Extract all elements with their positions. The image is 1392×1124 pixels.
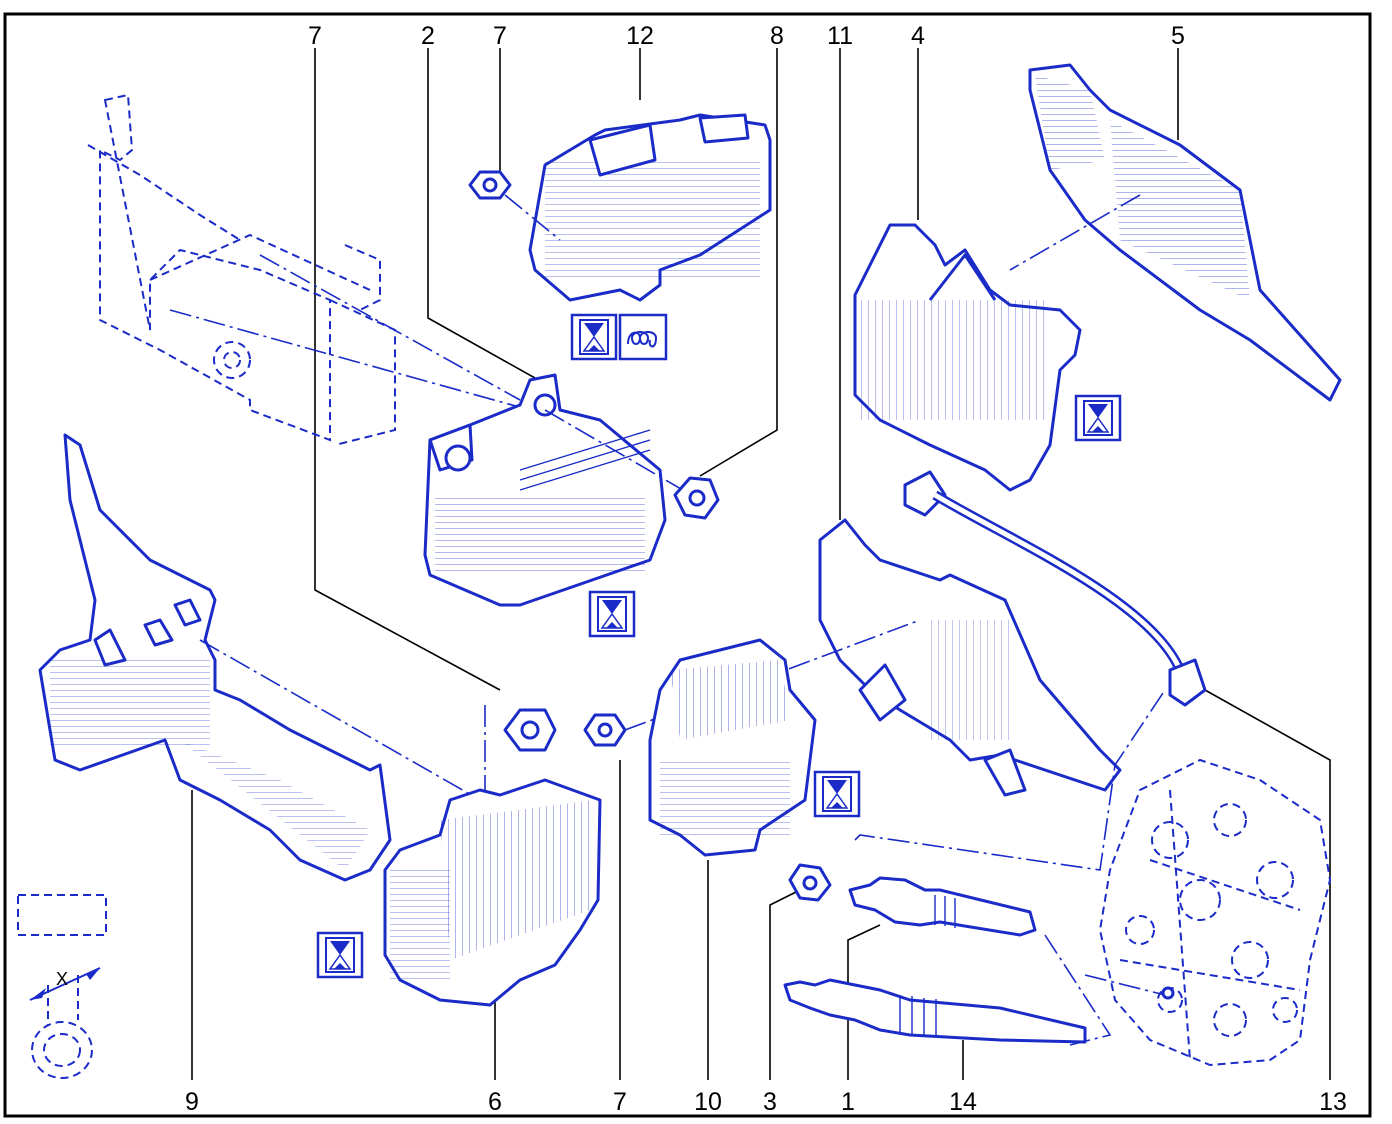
cable-strap-13 bbox=[903, 470, 1207, 707]
callout-label: 6 bbox=[488, 1088, 502, 1116]
callout-label: 3 bbox=[763, 1088, 777, 1116]
relay-10 bbox=[648, 638, 817, 857]
nut-7-top bbox=[468, 170, 512, 200]
hourglass-icon bbox=[813, 770, 861, 818]
axis-line-10 bbox=[1044, 934, 1112, 1046]
callout-label: 4 bbox=[911, 22, 925, 50]
leader-lines bbox=[191, 48, 1331, 1080]
callout-label: 5 bbox=[1171, 22, 1185, 50]
axis-line-2 bbox=[259, 254, 521, 401]
callout-label: 13 bbox=[1319, 1088, 1347, 1116]
inset-detail: X bbox=[17, 894, 107, 1079]
engine-block-dashed bbox=[1098, 758, 1332, 1067]
hourglass-icon bbox=[316, 931, 364, 979]
axis-line-4 bbox=[504, 194, 561, 241]
callout-label: 10 bbox=[694, 1088, 722, 1116]
axis-line-11 bbox=[1084, 974, 1166, 996]
callout-label: 12 bbox=[626, 22, 654, 50]
dashed-bracket-top bbox=[87, 93, 396, 446]
axis-line-5 bbox=[1009, 194, 1141, 271]
callout-label: 2 bbox=[421, 22, 435, 50]
axis-line-9 bbox=[854, 689, 1166, 871]
glow-plug-1 bbox=[848, 876, 1037, 937]
callout-labels-top: 7 2 7 12 8 11 4 5 bbox=[308, 22, 1185, 50]
callout-label: 1 bbox=[841, 1088, 855, 1116]
spiral-icon bbox=[618, 313, 668, 361]
glow-plug-14 bbox=[783, 978, 1087, 1044]
callout-label: 9 bbox=[185, 1088, 199, 1116]
control-unit-12 bbox=[528, 113, 772, 302]
bracket-11 bbox=[818, 518, 1122, 797]
axis-line-3 bbox=[544, 409, 701, 501]
hourglass-icon bbox=[1074, 394, 1122, 442]
callout-label: 11 bbox=[827, 22, 853, 50]
nut-7-mid-right bbox=[583, 713, 627, 747]
nut-7-mid-left bbox=[503, 708, 557, 752]
hourglass-icon bbox=[570, 313, 618, 361]
callout-label: 7 bbox=[613, 1088, 627, 1116]
relay-6 bbox=[383, 778, 602, 1007]
module-4 bbox=[853, 223, 1082, 492]
callout-label: 8 bbox=[770, 22, 784, 50]
inset-label-x: X bbox=[56, 969, 68, 989]
hourglass-icon bbox=[588, 590, 636, 638]
callout-label: 7 bbox=[308, 22, 322, 50]
axis-line-7 bbox=[199, 639, 481, 801]
callout-label: 7 bbox=[493, 22, 507, 50]
callout-label: 14 bbox=[949, 1088, 977, 1116]
relay-box-2 bbox=[423, 373, 667, 607]
axis-line-1 bbox=[169, 309, 531, 411]
diagram-border bbox=[3, 12, 1372, 1118]
nut-3 bbox=[788, 863, 832, 902]
nut-8 bbox=[673, 476, 720, 520]
bracket-9 bbox=[38, 433, 392, 882]
bracket-5 bbox=[1028, 63, 1342, 402]
callout-labels-bottom: 9 6 7 10 3 1 14 13 bbox=[185, 1088, 1347, 1116]
